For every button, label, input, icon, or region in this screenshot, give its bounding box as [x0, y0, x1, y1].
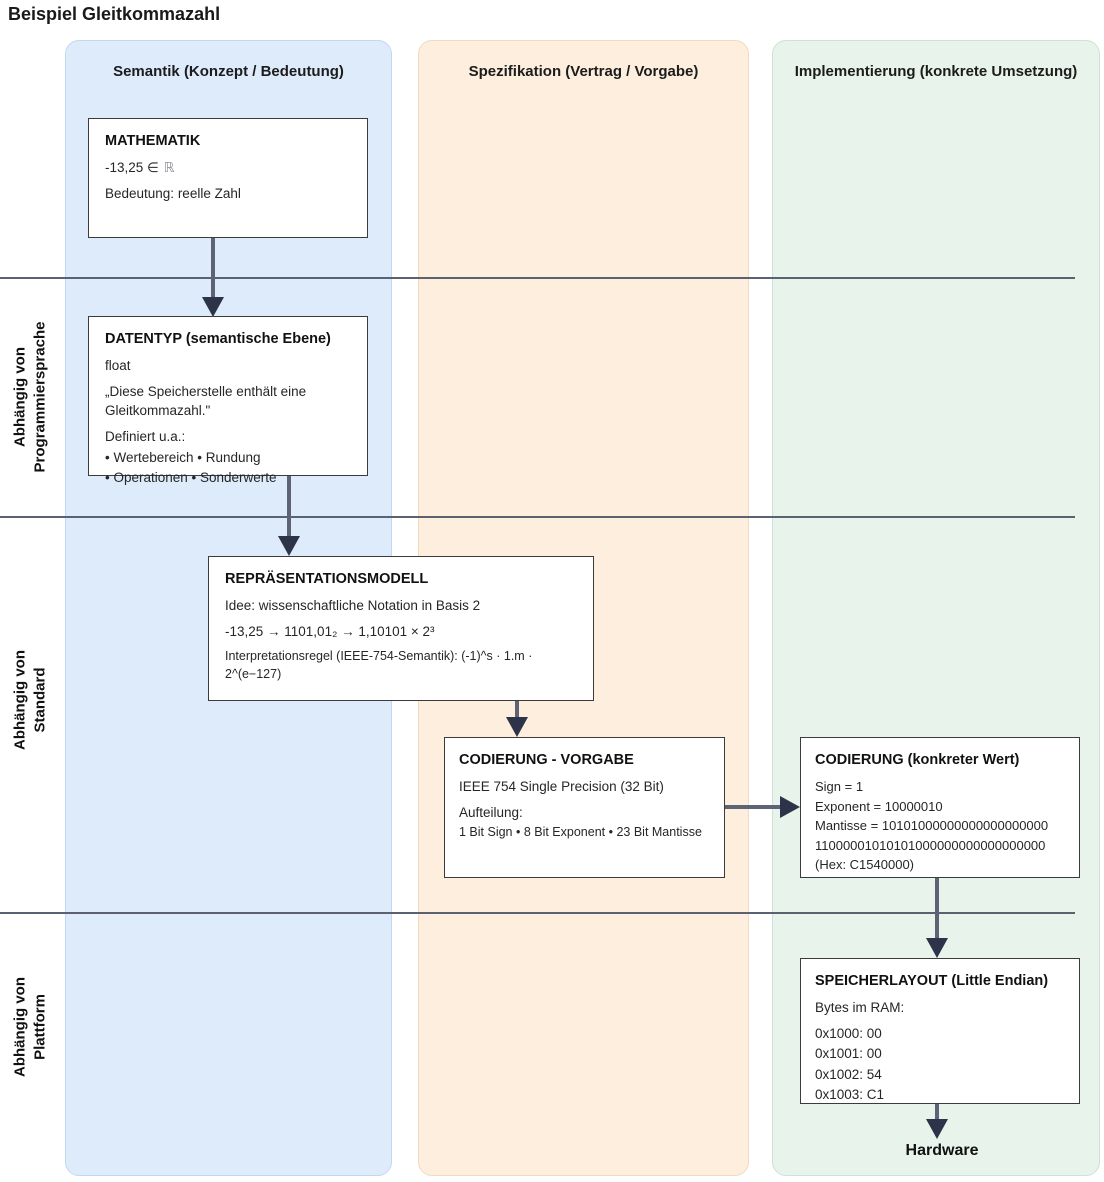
side-label-line2: Standard [31, 667, 48, 733]
node-title: REPRÄSENTATIONSMODELL [225, 571, 429, 587]
speicher-byte-1: 0x1001: 00 [815, 1046, 882, 1062]
node-speicherlayout: SPEICHERLAYOUT (Little Endian) Bytes im … [800, 958, 1080, 1104]
hardware-label: Hardware [905, 1142, 979, 1159]
wert-sign: Sign = 1 [815, 779, 864, 794]
side-label-line1: Abhängig von [11, 977, 29, 1077]
datentyp-name: float [105, 358, 131, 373]
arrow-datentyp-to-modell-head-icon [278, 536, 300, 556]
modell-idee: Idee: wissenschaftliche Notation in Basi… [225, 598, 481, 613]
wert-mantisse: Mantisse = 10101000000000000000000 [815, 818, 1049, 833]
arrow-datentyp-to-modell-shaft [287, 475, 291, 537]
divider-line-plattform [0, 912, 1075, 914]
vorgabe-aufteilung: 1 Bit Sign • 8 Bit Exponent • 23 Bit Man… [459, 825, 702, 840]
node-codierung-vorgabe: CODIERUNG - VORGABE IEEE 754 Single Prec… [444, 737, 725, 878]
arrow-modell-to-vorgabe-shaft [515, 700, 519, 719]
wert-bitmuster: 11000001010101000000000000000000 [815, 837, 1046, 853]
side-label-standard: Abhängig von Standard [11, 650, 50, 750]
modell-interpretationsregel: Interpretationsregel (IEEE-754-Semantik)… [225, 649, 533, 682]
datentyp-quote: „Diese Speicherstelle enthält eine Gleit… [105, 384, 307, 419]
node-title: MATHEMATIK [105, 133, 201, 149]
arrow-speicherlayout-to-hardware-shaft [935, 1103, 939, 1121]
speicher-byte-2: 0x1002: 54 [815, 1066, 882, 1082]
datentyp-defines-intro: Definiert u.a.: [105, 429, 186, 445]
node-repraesentationsmodell: REPRÄSENTATIONSMODELL Idee: wissenschaft… [208, 556, 594, 701]
side-label-line1: Abhängig von [11, 650, 29, 750]
column-implementierung-header: Implementierung (konkrete Umsetzung) [794, 63, 1078, 80]
speicher-byte-0: 0x1000: 00 [815, 1026, 882, 1042]
modell-umrechnung: -13,25 → 1101,01₂ → 1,10101 × 2³ [225, 624, 435, 640]
page-title: Beispiel Gleitkommazahl [8, 4, 221, 24]
side-label-line1: Abhängig von [11, 347, 29, 447]
wert-hex: (Hex: C1540000) [815, 857, 914, 872]
vorgabe-aufteilung-intro: Aufteilung: [459, 805, 523, 821]
speicher-byte-3: 0x1003: C1 [815, 1086, 885, 1102]
side-label-plattform: Abhängig von Plattform [11, 977, 50, 1077]
arrow-modell-to-vorgabe-head-icon [506, 717, 528, 737]
side-label-line2: Plattform [31, 994, 48, 1060]
datentyp-bullet-1: • Wertebereich • Rundung [105, 449, 261, 465]
column-semantik-header: Semantik (Konzept / Bedeutung) [113, 63, 344, 80]
arrow-mathematik-to-datentyp-shaft [211, 237, 215, 299]
node-codierung-wert: CODIERUNG (konkreter Wert) Sign = 1 Expo… [800, 737, 1080, 878]
datentyp-bullet-2: • Operationen • Sonderwerte [105, 469, 277, 485]
arrow-mathematik-to-datentyp-head-icon [202, 297, 224, 317]
expression-value: -13,25 ∈ [105, 160, 159, 175]
node-mathematik: MATHEMATIK -13,25 ∈ ℝ Bedeutung: reelle Z… [88, 118, 368, 238]
arrow-vorgabe-to-wert-shaft [725, 805, 782, 809]
mathematik-expression: -13,25 ∈ ℝ [105, 158, 351, 177]
side-label-programmiersprache: Abhängig von Programmiersprache [11, 322, 50, 473]
node-title: DATENTYP (semantische Ebene) [105, 331, 331, 347]
side-label-line2: Programmiersprache [31, 321, 48, 473]
node-datentyp: DATENTYP (semantische Ebene) float „Dies… [88, 316, 368, 485]
node-title: CODIERUNG (konkreter Wert) [815, 752, 1020, 768]
vorgabe-standard: IEEE 754 Single Precision (32 Bit) [459, 779, 664, 794]
arrow-speicherlayout-to-hardware-head-icon [926, 1119, 948, 1139]
wert-exponent: Exponent = 10000010 [815, 798, 943, 814]
arrow-wert-to-speicherlayout-head-icon [926, 938, 948, 958]
speicher-intro: Bytes im RAM: [815, 1000, 905, 1015]
arrow-vorgabe-to-wert-head-icon [780, 796, 800, 818]
arrow-wert-to-speicherlayout-shaft [935, 878, 939, 940]
node-title: CODIERUNG - VORGABE [459, 752, 634, 768]
column-spezifikation-header: Spezifikation (Vertrag / Vorgabe) [468, 63, 699, 80]
mathematik-meaning: Bedeutung: reelle Zahl [105, 186, 241, 202]
node-title: SPEICHERLAYOUT (Little Endian) [815, 973, 1049, 989]
real-numbers-symbol: ℝ [163, 160, 175, 175]
divider-line-programmiersprache [0, 277, 1075, 279]
divider-line-standard [0, 516, 1075, 518]
